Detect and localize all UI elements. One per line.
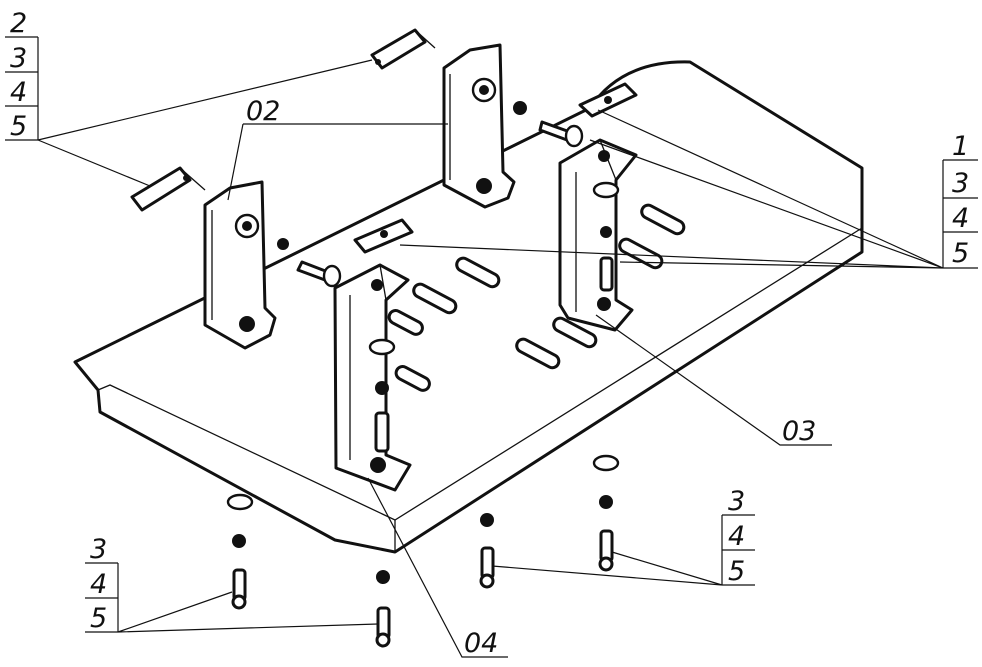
callout-right-item: 3 — [952, 168, 969, 199]
fastener-stack-left — [226, 493, 254, 610]
fastener-stack-mid-right — [479, 513, 495, 589]
bracket-02-right — [442, 43, 516, 209]
clamp-plate-middle — [353, 218, 414, 254]
clamp-plate-left — [130, 166, 206, 212]
callout-bottom-right: 3 4 5 — [491, 486, 755, 587]
callout-top-left-item: 4 — [10, 77, 27, 108]
plate-slots — [387, 203, 686, 392]
callout-right-item: 1 — [952, 131, 969, 162]
callout-bottom-left-item: 5 — [90, 603, 107, 634]
callout-bottom-left-item: 3 — [90, 534, 107, 565]
bracket-03 — [558, 138, 638, 332]
bracket-04-label: 04 — [464, 628, 498, 659]
callout-bottom-right-item: 5 — [728, 556, 745, 587]
callout-top-left-item: 3 — [10, 43, 27, 74]
callout-right-item: 4 — [952, 203, 969, 234]
bracket-02-label: 02 — [246, 96, 280, 127]
callout-top-left-item: 2 — [10, 8, 27, 39]
bracket-02-left — [203, 180, 277, 350]
callout-bottom-left-item: 4 — [90, 569, 107, 600]
callout-02: 02 — [227, 96, 448, 201]
callout-top-left: 2 3 4 5 — [5, 8, 373, 187]
callout-bottom-right-item: 4 — [728, 521, 745, 552]
callout-04: 04 — [367, 477, 508, 659]
callout-03: 03 — [595, 314, 832, 447]
callout-top-left-item: 5 — [10, 111, 27, 142]
clamp-plate-top-left — [370, 28, 436, 70]
horizontal-bolt-right — [513, 101, 584, 148]
bracket-03-label: 03 — [782, 416, 816, 447]
fastener-stack-center — [375, 570, 391, 648]
horizontal-bolt-left — [277, 238, 342, 288]
callout-bottom-left: 3 4 5 — [85, 534, 379, 634]
callout-right: 1 3 4 5 — [399, 109, 978, 269]
callout-bottom-right-item: 3 — [728, 486, 745, 517]
callout-right-item: 5 — [952, 238, 969, 269]
clamp-plate-top-right — [578, 82, 638, 118]
bracket-04 — [333, 263, 412, 492]
fastener-stack-right — [592, 454, 620, 572]
